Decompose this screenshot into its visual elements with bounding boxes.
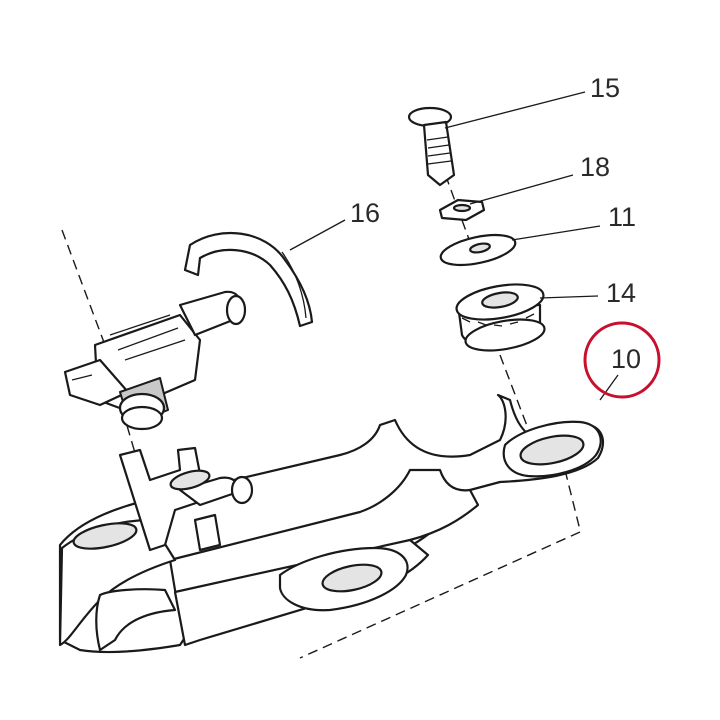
screw — [407, 106, 456, 187]
callout-18: 18 — [580, 152, 610, 182]
sensor-unit — [63, 290, 247, 431]
main-bracket — [58, 393, 605, 654]
washer — [439, 233, 517, 267]
callout-16: 16 — [350, 198, 380, 228]
cable-tie — [183, 231, 314, 328]
callout-15: 15 — [590, 73, 620, 103]
callout-11: 11 — [608, 202, 636, 232]
callout-10: 10 — [611, 344, 641, 374]
sensor-bracket-block — [118, 446, 254, 552]
grommet — [455, 283, 546, 352]
small-nut — [438, 198, 486, 222]
highlight-circle — [583, 321, 661, 399]
leader-lines — [289, 91, 619, 401]
callout-14: 14 — [606, 278, 636, 308]
